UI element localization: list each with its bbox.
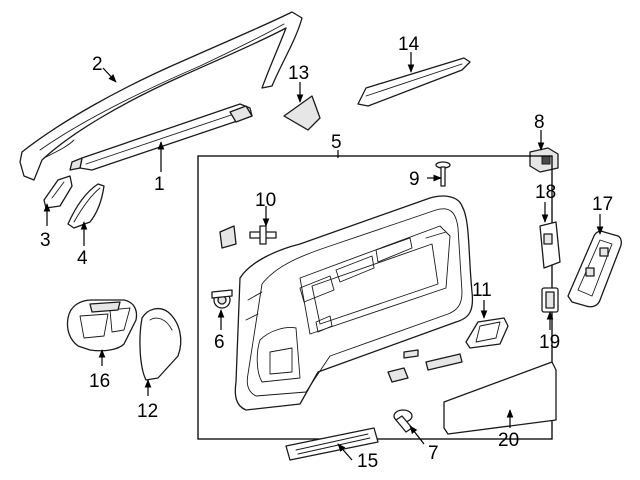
- callout-13: 13: [288, 63, 309, 84]
- part-15-sill-badge: [285, 427, 379, 461]
- part-9-screw: [435, 161, 451, 187]
- callout-12: 12: [137, 401, 158, 422]
- part-8-bracket: [529, 147, 559, 173]
- callout-7: 7: [428, 443, 439, 464]
- callout-16: 16: [89, 371, 110, 392]
- part-12-pull-cover: [139, 307, 182, 381]
- callout-11: 11: [472, 280, 492, 301]
- callout-15: 15: [357, 451, 378, 472]
- part-16-seat-switch: [66, 299, 138, 352]
- callout-19: 19: [539, 332, 560, 353]
- part-3-corner-trim: [43, 175, 73, 209]
- callout-4: 4: [77, 248, 88, 269]
- callout-18: 18: [535, 182, 556, 203]
- callout-17: 17: [592, 194, 613, 215]
- part-19-small-switch: [541, 287, 559, 313]
- part-1-beltline-strip: [69, 103, 253, 171]
- callout-10: 10: [255, 190, 276, 211]
- part-17-window-switch-panel: [567, 230, 622, 308]
- part-6-push-clip: [211, 289, 233, 309]
- callout-8: 8: [534, 112, 545, 133]
- callout-3: 3: [40, 230, 51, 251]
- part-10-tab: [219, 225, 237, 249]
- callout-20: 20: [498, 430, 519, 451]
- leader-lines: [43, 52, 604, 461]
- part-5-door-panel: [234, 195, 474, 411]
- part-14-upper-trim: [357, 57, 471, 107]
- callout-9: 9: [409, 169, 420, 190]
- callout-14: 14: [398, 34, 420, 55]
- callout-2: 2: [92, 54, 103, 75]
- callout-5: 5: [331, 132, 342, 153]
- part-7-screw: [393, 409, 413, 433]
- part-10-clip: [249, 225, 277, 245]
- part-4-mirror-cover: [67, 183, 105, 229]
- part-13-tweeter-cover: [283, 95, 321, 131]
- callout-labels: 1 2 3 4 5 6 7 8 9 10 11 12 13 14 15 16 1…: [40, 34, 613, 472]
- part-2-window-frame-molding: [19, 11, 303, 181]
- part-20-sill-plate: [443, 361, 557, 435]
- part-11-switch-housing: [465, 317, 509, 349]
- part-18-switch-bracket: [539, 221, 561, 269]
- callout-6: 6: [214, 332, 225, 353]
- door-panel-clips: [387, 349, 463, 383]
- callout-1: 1: [154, 174, 165, 195]
